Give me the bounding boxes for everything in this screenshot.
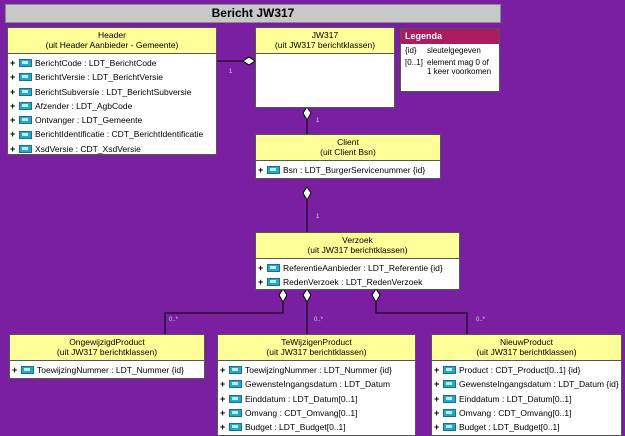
attribute-row: +GewensteIngangsdatum : LDT_Datum bbox=[220, 379, 391, 390]
class-ongewijzigd-name: OngewijzigdProduct bbox=[69, 337, 145, 347]
ongewijzigd-connector bbox=[164, 302, 284, 334]
attribute-icon bbox=[267, 264, 280, 273]
attribute-row: +Einddatum : LDT_Datum[0..1] bbox=[434, 393, 572, 404]
attribute-icon bbox=[19, 59, 32, 68]
verzoek-nieuw-diamond bbox=[371, 288, 381, 304]
attribute-row: +Afzender : LDT_AgbCode bbox=[10, 100, 133, 111]
attribute-icon bbox=[19, 73, 32, 82]
legend-row: {id}sleutelgegeven bbox=[405, 46, 481, 55]
attribute-icon bbox=[267, 166, 280, 175]
class-header-name: Header bbox=[98, 30, 126, 40]
class-client[interactable]: Client (uit Client Bsn) +Bsn : LDT_Burge… bbox=[255, 134, 441, 179]
attribute-row: +Product : CDT_Product[0..1] {id} bbox=[434, 365, 581, 375]
attribute-row: +Einddatum : LDT_Datum[0..1] bbox=[220, 393, 358, 404]
attribute-row: +ReferentieAanbieder : LDT_Referentie {i… bbox=[258, 263, 443, 273]
multiplicity-header: 1 bbox=[229, 69, 233, 75]
class-tewijzigen-name: TeWijzigenProduct bbox=[281, 337, 352, 347]
class-nieuw-name: NieuwProduct bbox=[500, 337, 553, 347]
verzoek-ongewijzigd-diamond bbox=[278, 288, 288, 304]
attribute-icon bbox=[229, 366, 242, 375]
multiplicity-client: 1 bbox=[316, 118, 320, 124]
class-client-name: Client bbox=[337, 137, 359, 147]
nieuw-connector bbox=[375, 302, 468, 334]
attribute-row: +GewensteIngangsdatum : LDT_Datum {id} bbox=[434, 379, 619, 390]
attribute-icon bbox=[229, 423, 242, 432]
attribute-icon bbox=[443, 394, 456, 403]
attribute-row: +Omvang : CDT_Omvang[0..1] bbox=[434, 407, 572, 418]
class-header[interactable]: Header (uit Header Aanbieder - Gemeente)… bbox=[7, 27, 217, 155]
attribute-row: +XsdVersie : CDT_XsdVersie bbox=[10, 143, 141, 154]
attribute-icon bbox=[21, 366, 34, 375]
attribute-icon bbox=[443, 423, 456, 432]
class-jw317[interactable]: JW317 (uit JW317 berichtklassen) bbox=[255, 27, 395, 108]
attribute-icon bbox=[19, 144, 32, 153]
client-verzoek-diamond bbox=[302, 186, 312, 202]
legend: Legenda {id}sleutelgegeven [0..1]element… bbox=[400, 28, 500, 92]
attribute-icon bbox=[229, 394, 242, 403]
header-diamond bbox=[242, 56, 256, 66]
class-header-attributes: +BerichtCode : LDT_BerichtCode +BerichtV… bbox=[8, 54, 216, 158]
attribute-row: +Bsn : LDT_BurgerServicenummer {id} bbox=[258, 165, 426, 175]
class-verzoek-attributes: +ReferentieAanbieder : LDT_Referentie {i… bbox=[256, 259, 459, 292]
attribute-icon bbox=[267, 278, 280, 287]
class-header-subtitle: (uit Header Aanbieder - Gemeente) bbox=[45, 40, 179, 50]
attribute-icon bbox=[19, 87, 32, 96]
attribute-row: +Ontvanger : LDT_Gemeente bbox=[10, 115, 143, 126]
class-verzoek[interactable]: Verzoek (uit JW317 berichtklassen) +Refe… bbox=[255, 232, 460, 290]
class-verzoek-name: Verzoek bbox=[342, 235, 373, 245]
attribute-icon bbox=[229, 409, 242, 418]
class-ongewijzigd-product[interactable]: OngewijzigdProduct (uit JW317 berichtkla… bbox=[9, 334, 205, 379]
multiplicity-verzoek: 1 bbox=[316, 214, 320, 220]
multiplicity-ongewijzigd: 0..* bbox=[169, 317, 179, 323]
legend-title: Legenda bbox=[401, 29, 499, 44]
legend-row: [0..1]element mag 0 of 1 keer voorkomen bbox=[405, 57, 492, 77]
class-nieuw-subtitle: (uit JW317 berichtklassen) bbox=[476, 347, 577, 357]
attribute-row: +BerichtVersie : LDT_BerichtVersie bbox=[10, 72, 164, 83]
attribute-row: +Omvang : CDT_Omvang[0..1] bbox=[220, 407, 358, 418]
class-jw317-name: JW317 bbox=[311, 30, 339, 40]
class-client-subtitle: (uit Client Bsn) bbox=[320, 147, 376, 157]
attribute-icon bbox=[443, 380, 456, 389]
attribute-icon bbox=[443, 409, 456, 418]
attribute-row: +Budget : LDT_Budget[0..1] bbox=[434, 422, 560, 433]
multiplicity-nieuw: 0..* bbox=[476, 317, 486, 323]
attribute-row: +BerichtIdentificatie : CDT_BerichtIdent… bbox=[10, 129, 204, 140]
attribute-icon bbox=[19, 116, 32, 125]
class-nieuw-product[interactable]: NieuwProduct (uit JW317 berichtklassen) … bbox=[431, 334, 622, 436]
class-tewijzigen-attributes: +ToewijzingNummer : LDT_Nummer {id} +Gew… bbox=[218, 361, 415, 436]
attribute-row: +BerichtCode : LDT_BerichtCode bbox=[10, 58, 157, 68]
attribute-icon bbox=[19, 130, 32, 139]
attribute-row: +RedenVerzoek : LDT_RedenVerzoek bbox=[258, 277, 423, 288]
class-tewijzigen-subtitle: (uit JW317 berichtklassen) bbox=[266, 347, 367, 357]
class-ongewijzigd-attributes: +ToewijzingNummer : LDT_Nummer {id} bbox=[10, 361, 204, 379]
jw317-client-diamond bbox=[302, 106, 312, 122]
class-tewijzigen-product[interactable]: TeWijzigenProduct (uit JW317 berichtklas… bbox=[217, 334, 416, 436]
attribute-row: +BerichtSubversie : LDT_BerichtSubversie bbox=[10, 86, 192, 97]
multiplicity-tewijzigen: 0..* bbox=[314, 317, 324, 323]
class-nieuw-attributes: +Product : CDT_Product[0..1] {id} +Gewen… bbox=[432, 361, 621, 436]
attribute-row: +Budget : LDT_Budget[0..1] bbox=[220, 422, 346, 433]
attribute-icon bbox=[229, 380, 242, 389]
class-client-attributes: +Bsn : LDT_BurgerServicenummer {id} bbox=[256, 161, 440, 179]
attribute-icon bbox=[443, 366, 456, 375]
diagram-title: Bericht JW317 bbox=[5, 4, 501, 23]
attribute-icon bbox=[19, 102, 32, 111]
verzoek-tewijzigen-diamond bbox=[302, 288, 312, 304]
attribute-row: +ToewijzingNummer : LDT_Nummer {id} bbox=[220, 365, 392, 375]
attribute-row: +ToewijzingNummer : LDT_Nummer {id} bbox=[12, 365, 184, 375]
class-ongewijzigd-subtitle: (uit JW317 berichtklassen) bbox=[56, 347, 158, 357]
class-verzoek-subtitle: (uit JW317 berichtklassen) bbox=[307, 245, 408, 255]
class-jw317-subtitle: (uit JW317 berichtklassen) bbox=[274, 40, 376, 50]
